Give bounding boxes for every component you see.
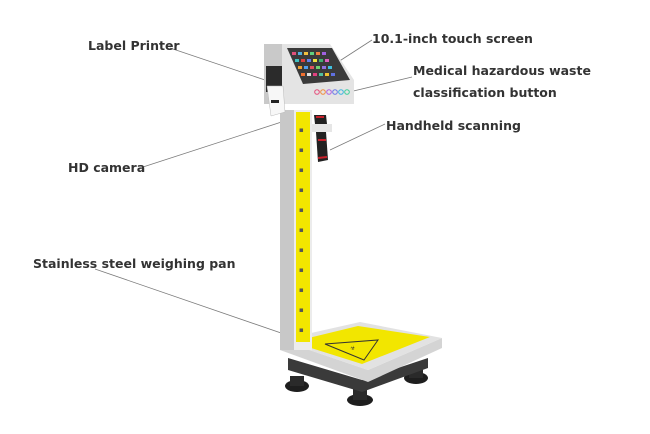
- svg-text:▪: ▪: [299, 266, 304, 274]
- svg-text:▪: ▪: [299, 146, 304, 154]
- callout-label-printer: Label Printer: [88, 38, 180, 53]
- printer-slot: [266, 66, 282, 92]
- head-unit: [264, 44, 354, 117]
- svg-text:▪: ▪: [299, 226, 304, 234]
- callout-touch-screen: 10.1-inch touch screen: [372, 31, 533, 46]
- svg-text:▪: ▪: [299, 326, 304, 334]
- scanner-holder: [312, 124, 332, 132]
- leader-line-hazard-button: [344, 76, 413, 94]
- callout-weighing-pan: Stainless steel weighing pan: [33, 256, 236, 271]
- svg-text:▪: ▪: [299, 166, 304, 174]
- biohazard-symbol: ☣: [350, 345, 356, 352]
- leader-line-handheld-scanning: [329, 123, 386, 151]
- svg-text:▪: ▪: [299, 206, 304, 214]
- leader-line-label-printer: [169, 47, 266, 81]
- svg-text:▪: ▪: [299, 186, 304, 194]
- callout-handheld-scanning: Handheld scanning: [386, 118, 521, 133]
- callout-hd-camera: HD camera: [68, 160, 146, 175]
- leader-lines: [94, 39, 413, 356]
- callout-hazard-button-line1: Medical hazardous waste: [413, 63, 591, 78]
- column-yellow-stripe: [296, 112, 310, 342]
- scale-column: ▪ ▪ ▪ ▪ ▪ ▪ ▪ ▪ ▪ ▪ ▪: [280, 110, 312, 350]
- leader-line-touch-screen: [337, 39, 373, 63]
- biohazard-triangle: [324, 339, 380, 361]
- screen-app-icons: [292, 52, 335, 76]
- column-stripe-markings: ▪ ▪ ▪ ▪ ▪ ▪ ▪ ▪ ▪ ▪ ▪: [299, 126, 304, 334]
- svg-text:▪: ▪: [299, 306, 304, 314]
- handheld-scanner: [312, 115, 332, 162]
- svg-text:▪: ▪: [299, 246, 304, 254]
- weighing-pan: ☣: [280, 322, 442, 382]
- base-underside: [288, 358, 428, 392]
- leader-line-hd-camera: [142, 115, 301, 168]
- callout-hazard-button-line2: classification button: [413, 85, 557, 100]
- svg-text:▪: ▪: [299, 126, 304, 134]
- svg-text:▪: ▪: [299, 286, 304, 294]
- scale-feet: [285, 368, 428, 406]
- hazard-classification-buttons: [314, 89, 350, 95]
